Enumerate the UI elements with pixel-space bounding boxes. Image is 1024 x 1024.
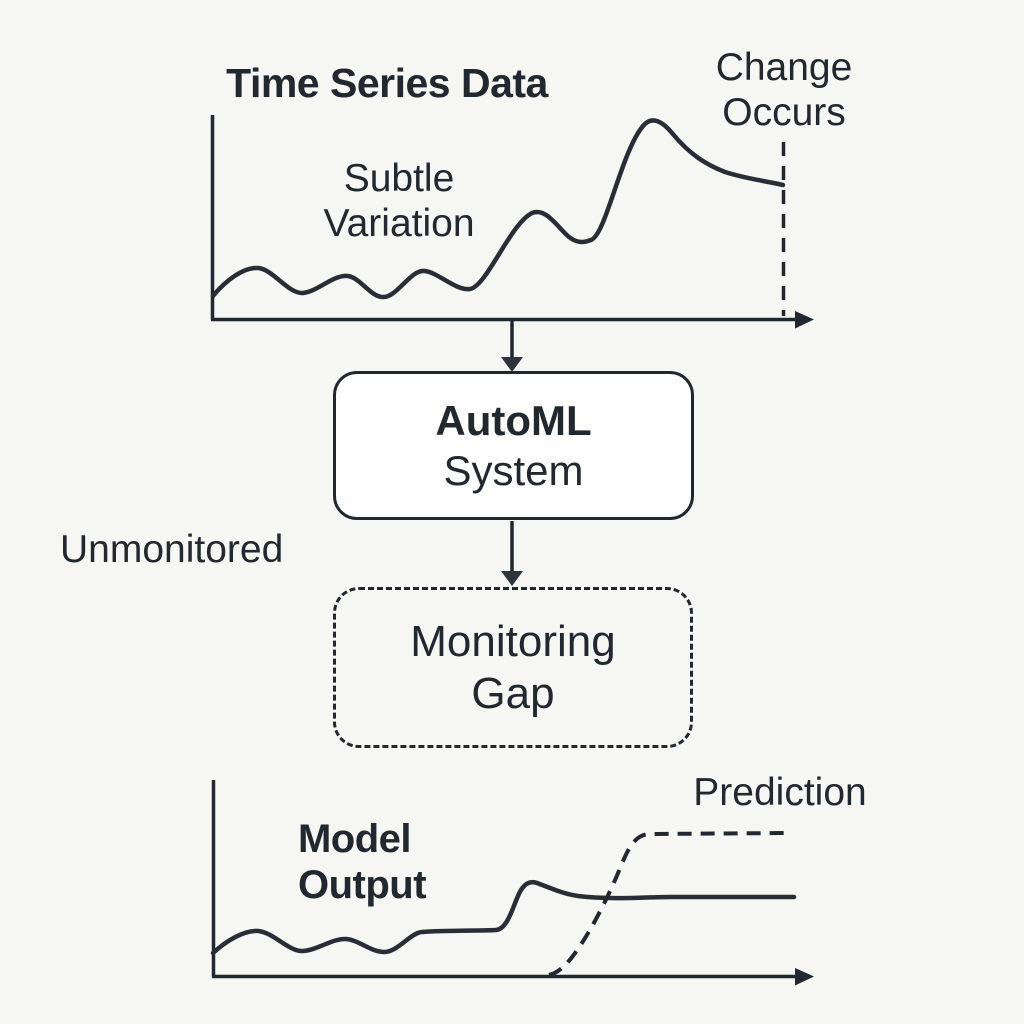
bottom-chart-axes [211, 780, 800, 979]
prediction-label: Prediction [693, 771, 867, 814]
model-output-curve [210, 879, 797, 956]
automl-box-line1: AutoML [435, 396, 592, 444]
monitoring-gap-line2: Gap [471, 668, 555, 718]
monitoring-gap-line1: Monitoring [410, 616, 616, 666]
prediction-dashed-curve [548, 831, 790, 977]
bottom-x-axis-arrowhead [795, 968, 814, 986]
top-chart-title: Time Series Data [226, 60, 548, 106]
subtle-variation-line1: Subtle [343, 157, 455, 200]
top-x-axis-arrowhead [795, 311, 814, 329]
bottom-chart-title-line1: Model [297, 817, 412, 861]
subtle-variation-line2: Variation [323, 202, 475, 246]
change-occurs-label: Change Occurs [716, 45, 853, 135]
change-occurs-line2: Occurs [722, 91, 846, 135]
unmonitored-label: Unmonitored [60, 528, 284, 571]
arrow-automl-to-gap-head [501, 571, 523, 586]
bottom-chart-title: Model Output [297, 816, 427, 909]
subtle-variation-annotation: Subtle Variation [323, 156, 474, 246]
arrow-chart-to-automl-head [501, 357, 523, 372]
bottom-chart-title-line2: Output [297, 863, 427, 908]
monitoring-gap-box: Monitoring Gap [333, 587, 693, 748]
change-occurs-line1: Change [715, 46, 853, 89]
top-chart-axes [210, 115, 800, 322]
automl-box-line2: System [443, 446, 584, 494]
top-series-curve [210, 118, 786, 300]
automl-system-box: AutoML System [333, 371, 694, 520]
